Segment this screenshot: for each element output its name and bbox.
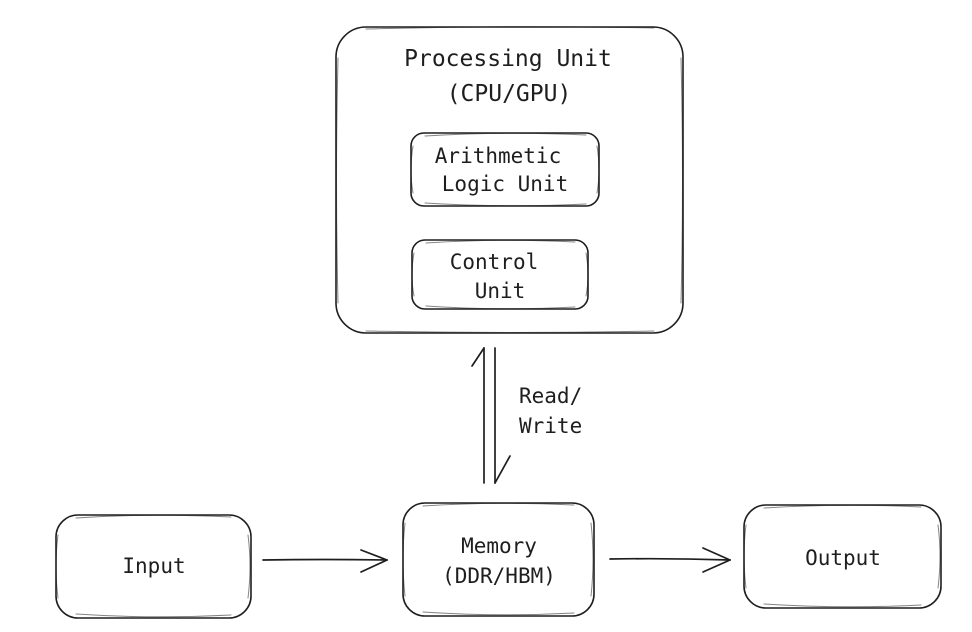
control-unit-label-line1: Control — [450, 250, 539, 274]
alu-label-line1: Arithmetic — [435, 144, 561, 168]
memory-label-line2: (DDR/HBM) — [442, 564, 556, 588]
read-write-label-line2: Write — [519, 414, 582, 438]
input-to-memory-arrow — [262, 549, 388, 573]
memory-label-line1: Memory — [461, 534, 537, 558]
processing-unit-title: Processing Unit — [404, 46, 612, 72]
input-label: Input — [122, 554, 185, 578]
memory-to-output-arrow — [609, 547, 731, 573]
alu-box: Arithmetic Logic Unit — [410, 132, 600, 207]
output-box: Output — [743, 504, 942, 609]
read-write-label-line1: Read/ — [519, 384, 582, 408]
input-box: Input — [55, 514, 252, 619]
control-unit-box: Control Unit — [411, 239, 589, 310]
processing-unit-subtitle: (CPU/GPU) — [447, 81, 572, 107]
memory-box: Memory (DDR/HBM) — [402, 502, 595, 617]
alu-label-line2: Logic Unit — [442, 172, 568, 196]
output-label: Output — [805, 546, 881, 570]
processing-unit-box: Processing Unit (CPU/GPU) — [335, 26, 684, 334]
control-unit-label-line2: Unit — [475, 279, 526, 303]
read-write-arrow — [471, 347, 511, 484]
